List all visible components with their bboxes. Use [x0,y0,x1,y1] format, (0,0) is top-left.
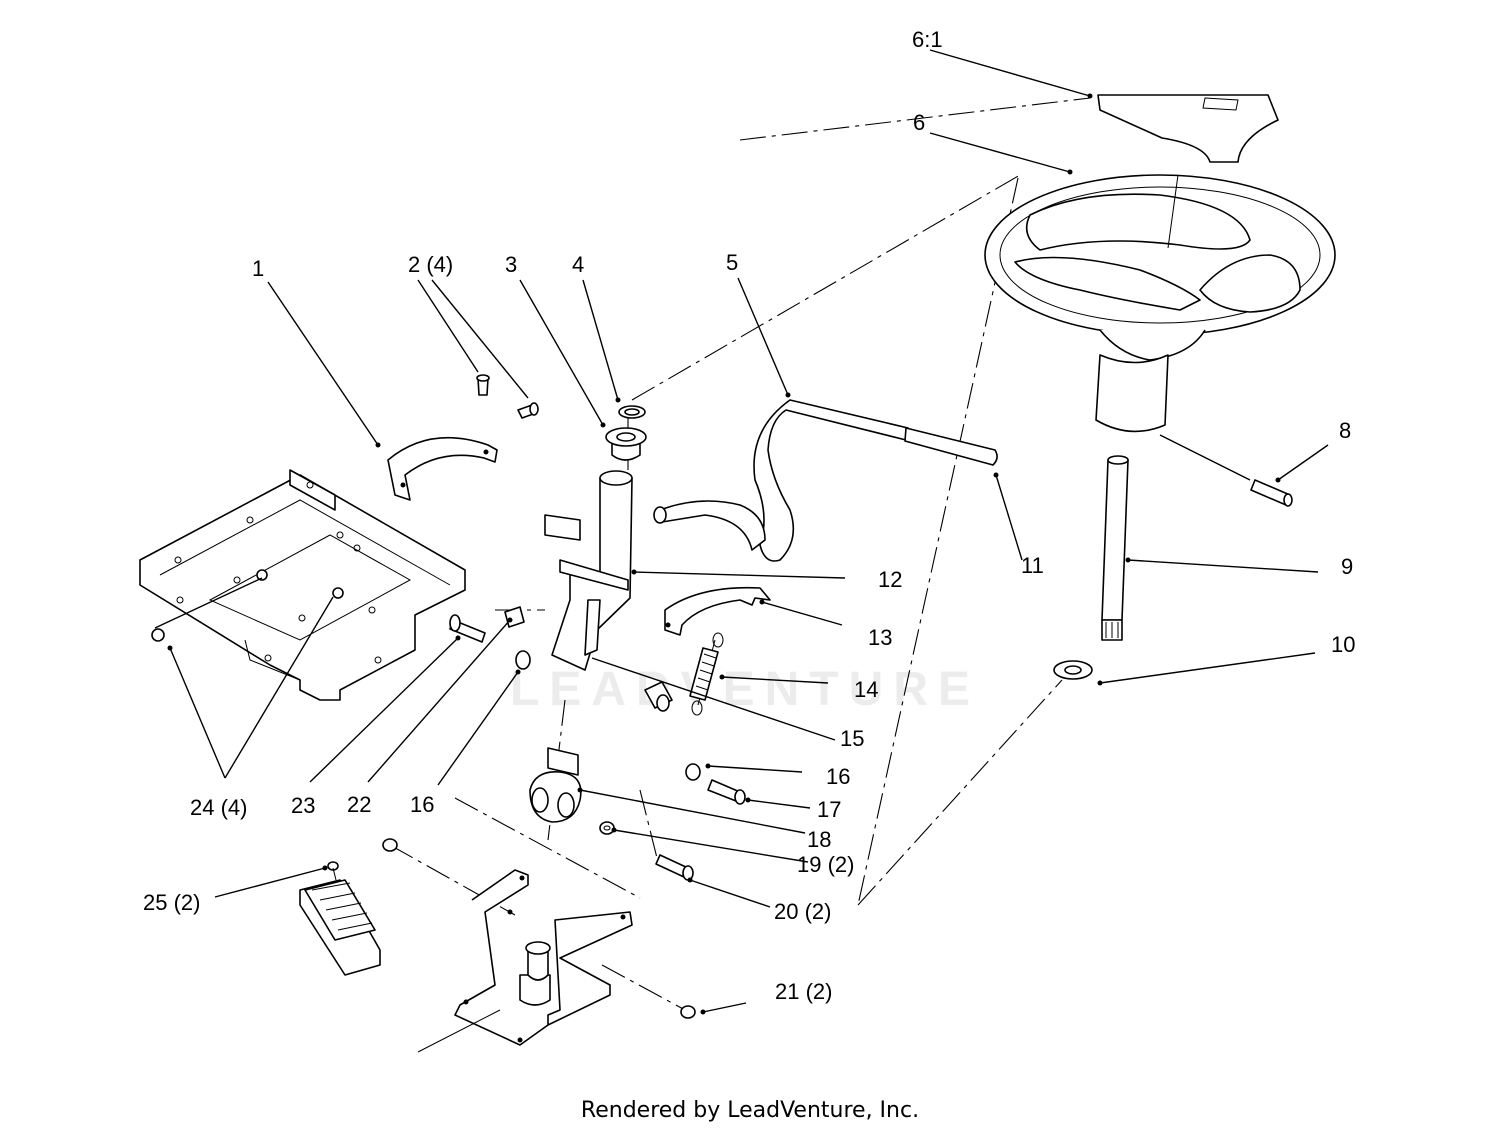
callout-18: 18 [807,827,831,852]
callout-14: 14 [854,677,878,702]
bushing-ring [618,405,646,419]
nut-19 [599,821,615,835]
callout-2: 2 (4) [408,252,453,277]
callout-16-right: 16 [826,764,850,789]
callout-20: 20 (2) [774,899,831,924]
screw-2 [476,374,539,419]
steering-wheel [984,174,1336,433]
spacer-15 [644,681,673,712]
roll-pin [1250,479,1293,507]
callout-13: 13 [868,625,892,650]
callout-19: 19 (2) [797,852,854,877]
callout-12: 12 [878,567,902,592]
steering-shaft [1101,455,1129,641]
callout-10: 10 [1331,632,1355,657]
bolt-20 [655,854,694,881]
callout-16-left: 16 [410,792,434,817]
watermark: LEADVENTURE [510,663,980,716]
mounting-plate [139,469,466,701]
steering-column [544,470,633,671]
pedal-pad [299,879,381,976]
callout-9: 9 [1341,554,1353,579]
extension-spring [689,632,724,716]
universal-joint [529,747,582,823]
washer-10 [1053,660,1093,680]
nut-24 [151,569,344,642]
callout-6-1: 6:1 [912,27,943,52]
callout-21: 21 (2) [775,979,832,1004]
footer-credit: Rendered by LeadVenture, Inc. [580,1098,920,1123]
callout-3: 3 [505,252,517,277]
steering-cap-emblem [1097,94,1279,163]
callout-6: 6 [913,110,925,135]
handle-rod [653,399,998,562]
callout-17: 17 [817,797,841,822]
callout-25: 25 (2) [143,890,200,915]
flange-bushing [605,427,647,461]
washer-16 [515,650,701,781]
callout-8: 8 [1339,418,1351,443]
callout-5: 5 [726,250,738,275]
callout-1: 1 [252,256,264,281]
leader-lines [154,49,1329,1015]
callout-15: 15 [840,726,864,751]
callout-23: 23 [291,793,315,818]
bolt-17 [707,779,746,805]
bolt-23 [449,614,486,643]
screw-25 [327,861,339,881]
clamp-bracket [387,436,498,501]
callout-11: 11 [1021,553,1044,578]
callout-4: 4 [572,252,584,277]
assembly-lines [389,97,1091,1011]
quadrant-bracket [664,586,771,636]
nut-21 [382,838,696,1019]
lower-bracket [417,869,633,1053]
callout-24: 24 (4) [190,795,247,820]
callout-22: 22 [347,792,371,817]
